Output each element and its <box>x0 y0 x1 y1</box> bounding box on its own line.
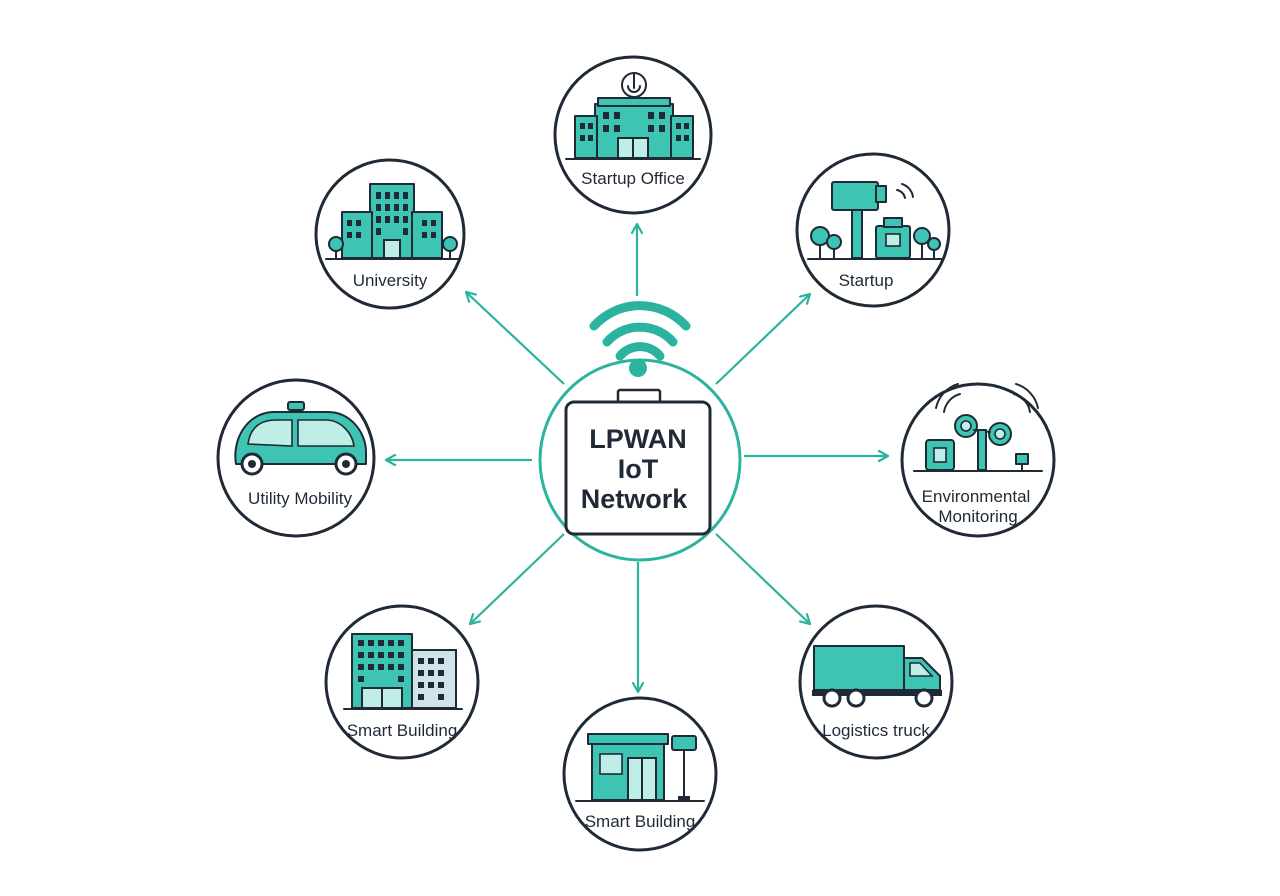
hub-title-line-3: Network <box>581 484 689 514</box>
hub: LPWAN IoT Network <box>538 301 742 562</box>
sensor-station-icon <box>913 383 1043 472</box>
truck-icon <box>812 645 942 708</box>
node-utility-mobility: Utility Mobility <box>216 378 376 538</box>
node-startup-office: Startup Office <box>553 55 713 215</box>
connectors <box>386 224 888 692</box>
node-label-smart-building-bottom: Smart Building <box>585 812 696 831</box>
node-environmental-monitoring: Environmental Monitoring <box>900 382 1056 538</box>
node-label-logistics-truck: Logistics truck <box>822 721 930 740</box>
office-building-icon <box>565 72 701 160</box>
hub-title-line-1: LPWAN <box>589 424 687 454</box>
node-label-environmental-monitoring-line-2: Monitoring <box>938 507 1017 526</box>
connector-smart-building-left <box>470 533 565 624</box>
storefront-icon <box>575 733 705 802</box>
node-label-startup-office: Startup Office <box>581 169 685 188</box>
node-label-utility-mobility: Utility Mobility <box>248 489 352 508</box>
shuttle-vehicle-icon <box>234 401 367 476</box>
hub-device-box <box>564 400 712 536</box>
connector-logistics-truck <box>715 533 810 624</box>
node-smart-building-left: Smart Building <box>324 604 480 760</box>
node-label-startup: Startup <box>839 271 894 290</box>
node-smart-building-bottom: Smart Building <box>562 696 718 852</box>
node-label-university: University <box>353 271 428 290</box>
billboard-icon <box>807 181 943 260</box>
wifi-signal-icon <box>589 301 691 377</box>
node-university: University <box>314 158 466 310</box>
hub-title-line-2: IoT <box>618 454 659 484</box>
connector-startup <box>715 294 810 385</box>
node-label-environmental-monitoring-line-1: Environmental <box>922 487 1031 506</box>
node-logistics-truck: Logistics truck <box>798 604 954 760</box>
university-icon <box>325 183 459 260</box>
connector-university <box>466 292 565 385</box>
node-startup: Startup <box>795 152 951 308</box>
node-label-smart-building-left: Smart Building <box>347 721 458 740</box>
city-buildings-icon <box>343 633 463 710</box>
